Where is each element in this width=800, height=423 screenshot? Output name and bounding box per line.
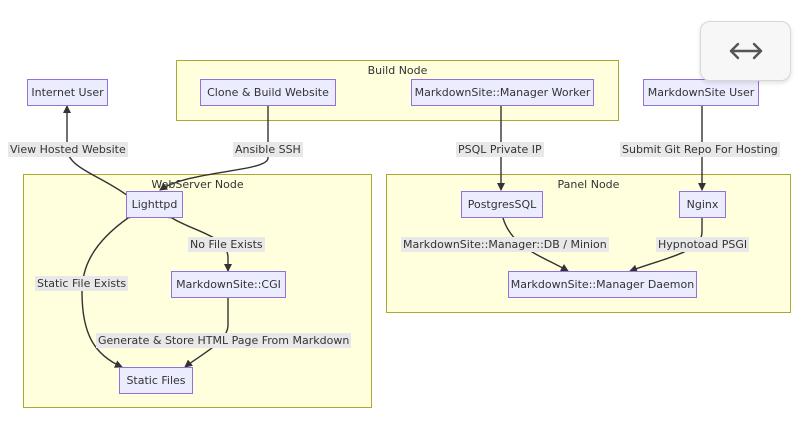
- edge-label-db-minion: MarkdownSite::Manager::DB / Minion: [401, 237, 609, 252]
- node-manager-daemon[interactable]: MarkdownSite::Manager Daemon: [508, 271, 697, 298]
- node-internet-user[interactable]: Internet User: [27, 79, 108, 106]
- edge-label-generate-store: Generate & Store HTML Page From Markdown: [96, 333, 352, 348]
- edge-label-view-hosted-website: View Hosted Website: [8, 142, 128, 157]
- node-nginx[interactable]: Nginx: [679, 191, 726, 218]
- edge-label-no-file-exists: No File Exists: [188, 237, 265, 252]
- expand-button[interactable]: [700, 21, 791, 81]
- edge-static-file-exists: [81, 210, 137, 368]
- edge-label-submit-git-repo: Submit Git Repo For Hosting: [620, 142, 780, 157]
- edge-label-psql-private-ip: PSQL Private IP: [456, 142, 544, 157]
- edge-ansible-ssh: [159, 106, 269, 191]
- node-manager-worker[interactable]: MarkdownSite::Manager Worker: [411, 79, 594, 106]
- edge-label-ansible-ssh: Ansible SSH: [233, 142, 303, 157]
- node-markdownsite-user[interactable]: MarkdownSite User: [643, 79, 759, 106]
- group-title-panel-node: Panel Node: [557, 178, 620, 191]
- node-clone-build-website[interactable]: Clone & Build Website: [200, 79, 336, 106]
- group-title-build-node: Build Node: [367, 64, 428, 77]
- node-lighttpd[interactable]: Lighttpd: [126, 191, 183, 218]
- edge-label-hypnotoad-psgi: Hypnotoad PSGI: [656, 237, 750, 252]
- edge-label-static-file-exists: Static File Exists: [35, 276, 129, 291]
- edge-hypnotoad-psgi: [629, 218, 703, 273]
- node-static-files[interactable]: Static Files: [119, 367, 193, 394]
- edge-no-file-exists: [163, 210, 232, 272]
- expand-horizontal-icon: [729, 42, 762, 60]
- node-postgresql[interactable]: PostgresSQL: [461, 191, 543, 218]
- edge-generate-store: [184, 296, 229, 368]
- node-markdownsite-cgi[interactable]: MarkdownSite::CGI: [171, 271, 286, 298]
- group-title-webserver-node: WebServer Node: [151, 178, 244, 191]
